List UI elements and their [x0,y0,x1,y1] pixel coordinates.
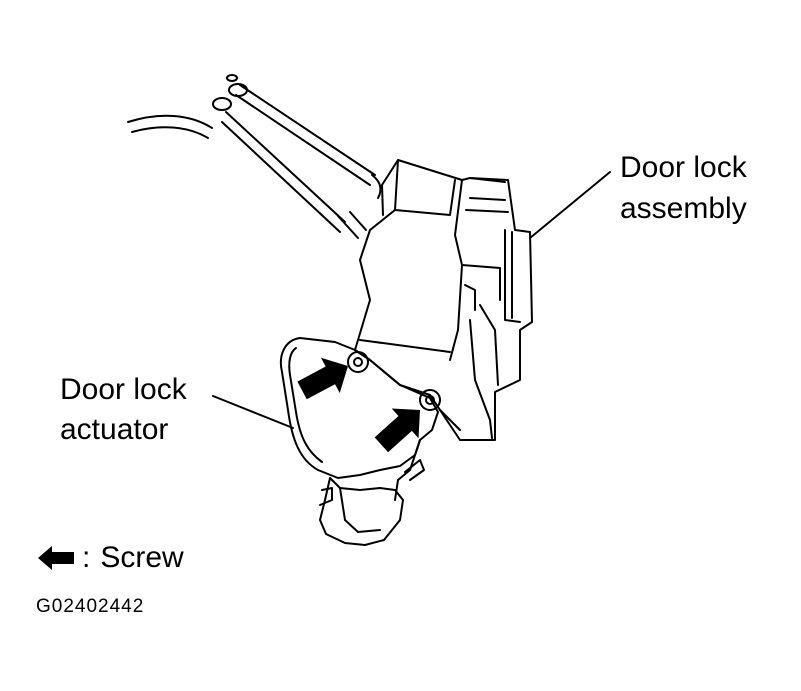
actuator-label-line1: Door lock [60,373,187,406]
legend: : Screw [36,540,184,576]
arrow-left-icon [38,546,74,570]
door-lock-assembly-body [354,159,533,441]
screw-icon [419,389,441,411]
actuator-leader-line [212,395,294,429]
screw-icon [347,351,369,373]
figure-code: G02402442 [36,596,145,617]
screw-arrow-icon [374,408,420,453]
actuator-label-line2: actuator [60,413,169,446]
assembly-leader-line [529,171,611,239]
assembly-label-line1: Door lock [620,151,747,184]
legend-separator: : [82,541,91,574]
legend-text: Screw [100,541,184,574]
door-lock-actuator-body [280,337,439,546]
assembly-label-line2: assembly [620,192,747,225]
screw-arrow-icon [297,357,348,400]
lock-rods [127,74,382,239]
